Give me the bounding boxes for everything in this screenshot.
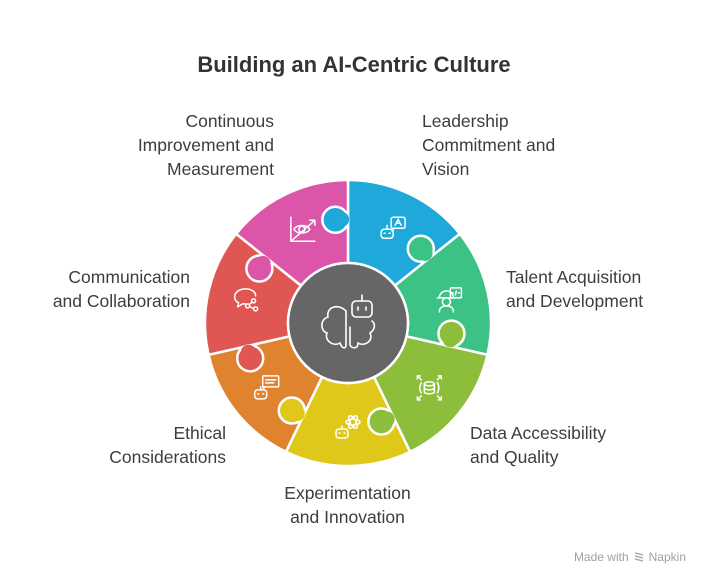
footer: Made with Napkin <box>574 550 686 564</box>
label-communication: Communication and Collaboration <box>52 267 190 311</box>
puzzle-knob-neck <box>334 211 350 227</box>
puzzle-knob-neck <box>240 344 256 360</box>
napkin-brand: Napkin <box>648 550 686 564</box>
chat-share-icon <box>233 288 259 312</box>
puzzle-knob-neck <box>289 406 305 422</box>
page-title: Building an AI-Centric Culture <box>197 52 511 77</box>
brain-robot-icon <box>321 294 376 349</box>
puzzle-knob-neck <box>417 245 433 261</box>
eye-chart-icon <box>290 216 316 243</box>
center-hub <box>286 261 410 385</box>
puzzle-knob-neck <box>379 411 395 427</box>
made-with-text: Made with <box>573 550 629 564</box>
label-ethical: Ethical Considerations <box>109 423 226 467</box>
puzzle-knob-neck <box>442 332 458 348</box>
label-continuous: Continuous Improvement and Measurement <box>137 111 274 179</box>
database-expand-icon <box>416 375 443 401</box>
robot-atom-icon <box>335 415 361 439</box>
robot-speech-icon <box>380 216 406 240</box>
label-experimentation: Experimentation and Innovation <box>284 483 411 527</box>
robot-chat-icon <box>253 375 280 400</box>
label-talent: Talent Acquisition and Development <box>506 267 644 311</box>
label-leadership: Leadership Commitment and Vision <box>422 111 556 179</box>
napkin-logo-icon <box>634 552 643 562</box>
puzzle-knob-neck <box>255 255 271 271</box>
engineer-code-icon <box>436 287 463 313</box>
label-data: Data Accessibility and Quality <box>470 423 607 467</box>
